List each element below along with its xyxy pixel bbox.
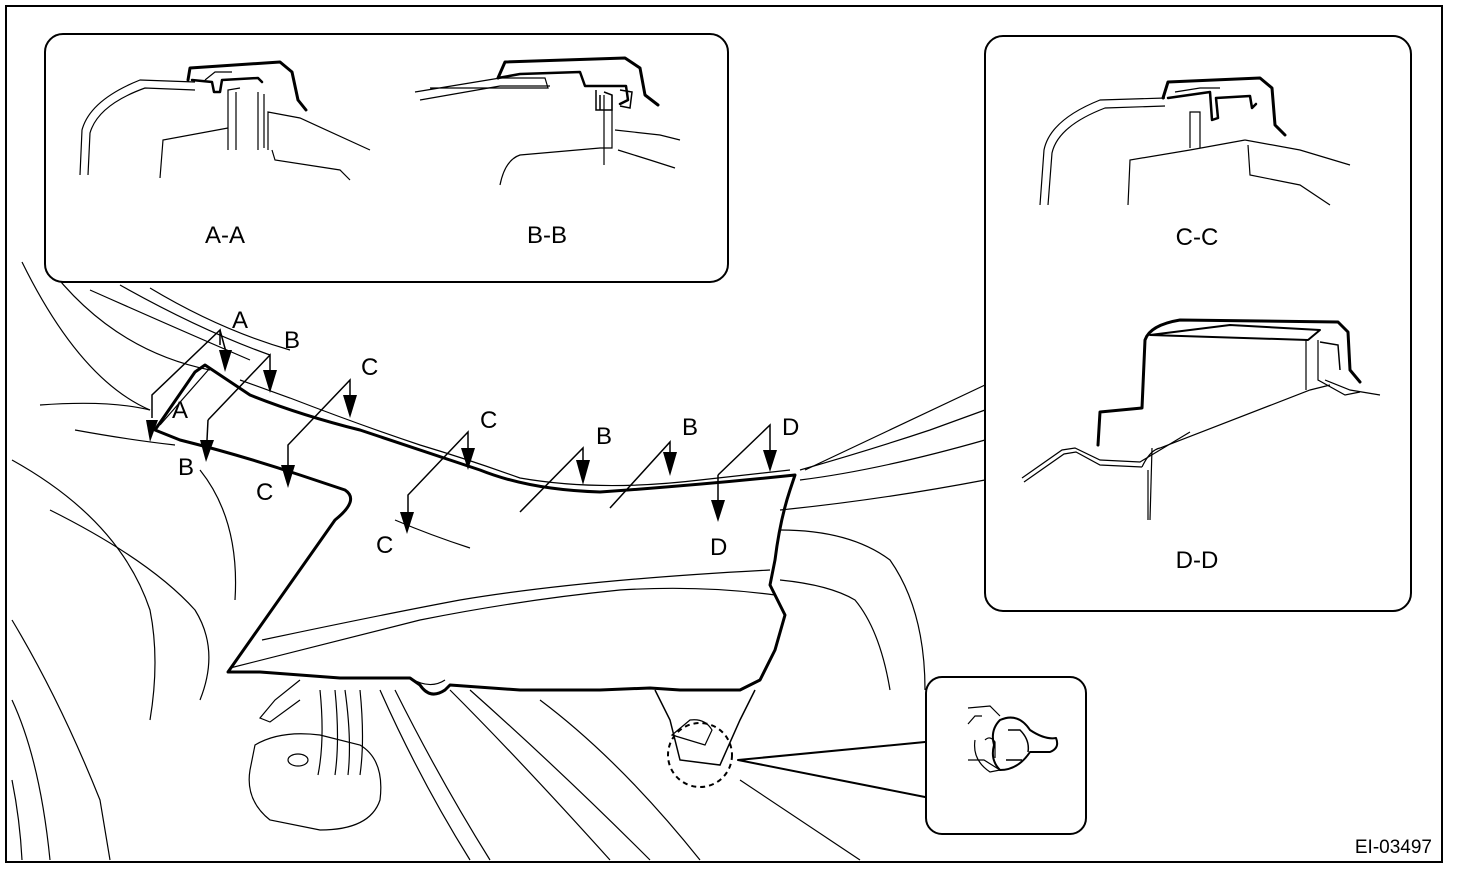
cut-label-a-top: A bbox=[232, 307, 248, 334]
figure-frame bbox=[5, 5, 1443, 863]
cut-label-d-bottom: D bbox=[710, 534, 727, 561]
cut-label-c2-bottom: C bbox=[376, 532, 393, 559]
section-cc-drawing bbox=[1039, 76, 1351, 206]
cut-label-b2: B bbox=[596, 423, 612, 450]
section-aa-drawing bbox=[79, 60, 371, 181]
cut-label-a-bottom: A bbox=[172, 397, 188, 424]
cut-label-d-top: D bbox=[782, 414, 799, 441]
section-label-dd: D-D bbox=[1176, 547, 1219, 574]
cut-label-c1-top: C bbox=[361, 354, 378, 381]
cut-label-c2-top: C bbox=[480, 407, 497, 434]
cut-label-b1-top: B bbox=[284, 327, 300, 354]
section-label-bb: B-B bbox=[527, 222, 567, 249]
cut-label-c1-bottom: C bbox=[256, 479, 273, 506]
vehicle-body-background bbox=[11, 261, 986, 861]
cutting-plane-markers bbox=[146, 328, 777, 534]
figure-code: EI-03497 bbox=[1355, 837, 1432, 858]
trim-panel bbox=[153, 363, 926, 798]
section-panel-aa-bb: A-A B-B bbox=[44, 33, 729, 283]
section-dd-drawing bbox=[1021, 318, 1381, 521]
section-label-aa: A-A bbox=[205, 222, 245, 249]
cut-label-b3: B bbox=[682, 414, 698, 441]
section-panel-cc-dd: C-C D-D bbox=[984, 35, 1412, 612]
clip-highlight-circle bbox=[667, 722, 733, 788]
cut-label-b1-bottom: B bbox=[178, 454, 194, 481]
clip-detail-panel bbox=[925, 676, 1087, 835]
section-label-cc: C-C bbox=[1176, 224, 1219, 251]
cut-marker-labels: A A B B C C C C B B D D bbox=[172, 307, 799, 561]
section-bb-drawing bbox=[414, 56, 681, 186]
